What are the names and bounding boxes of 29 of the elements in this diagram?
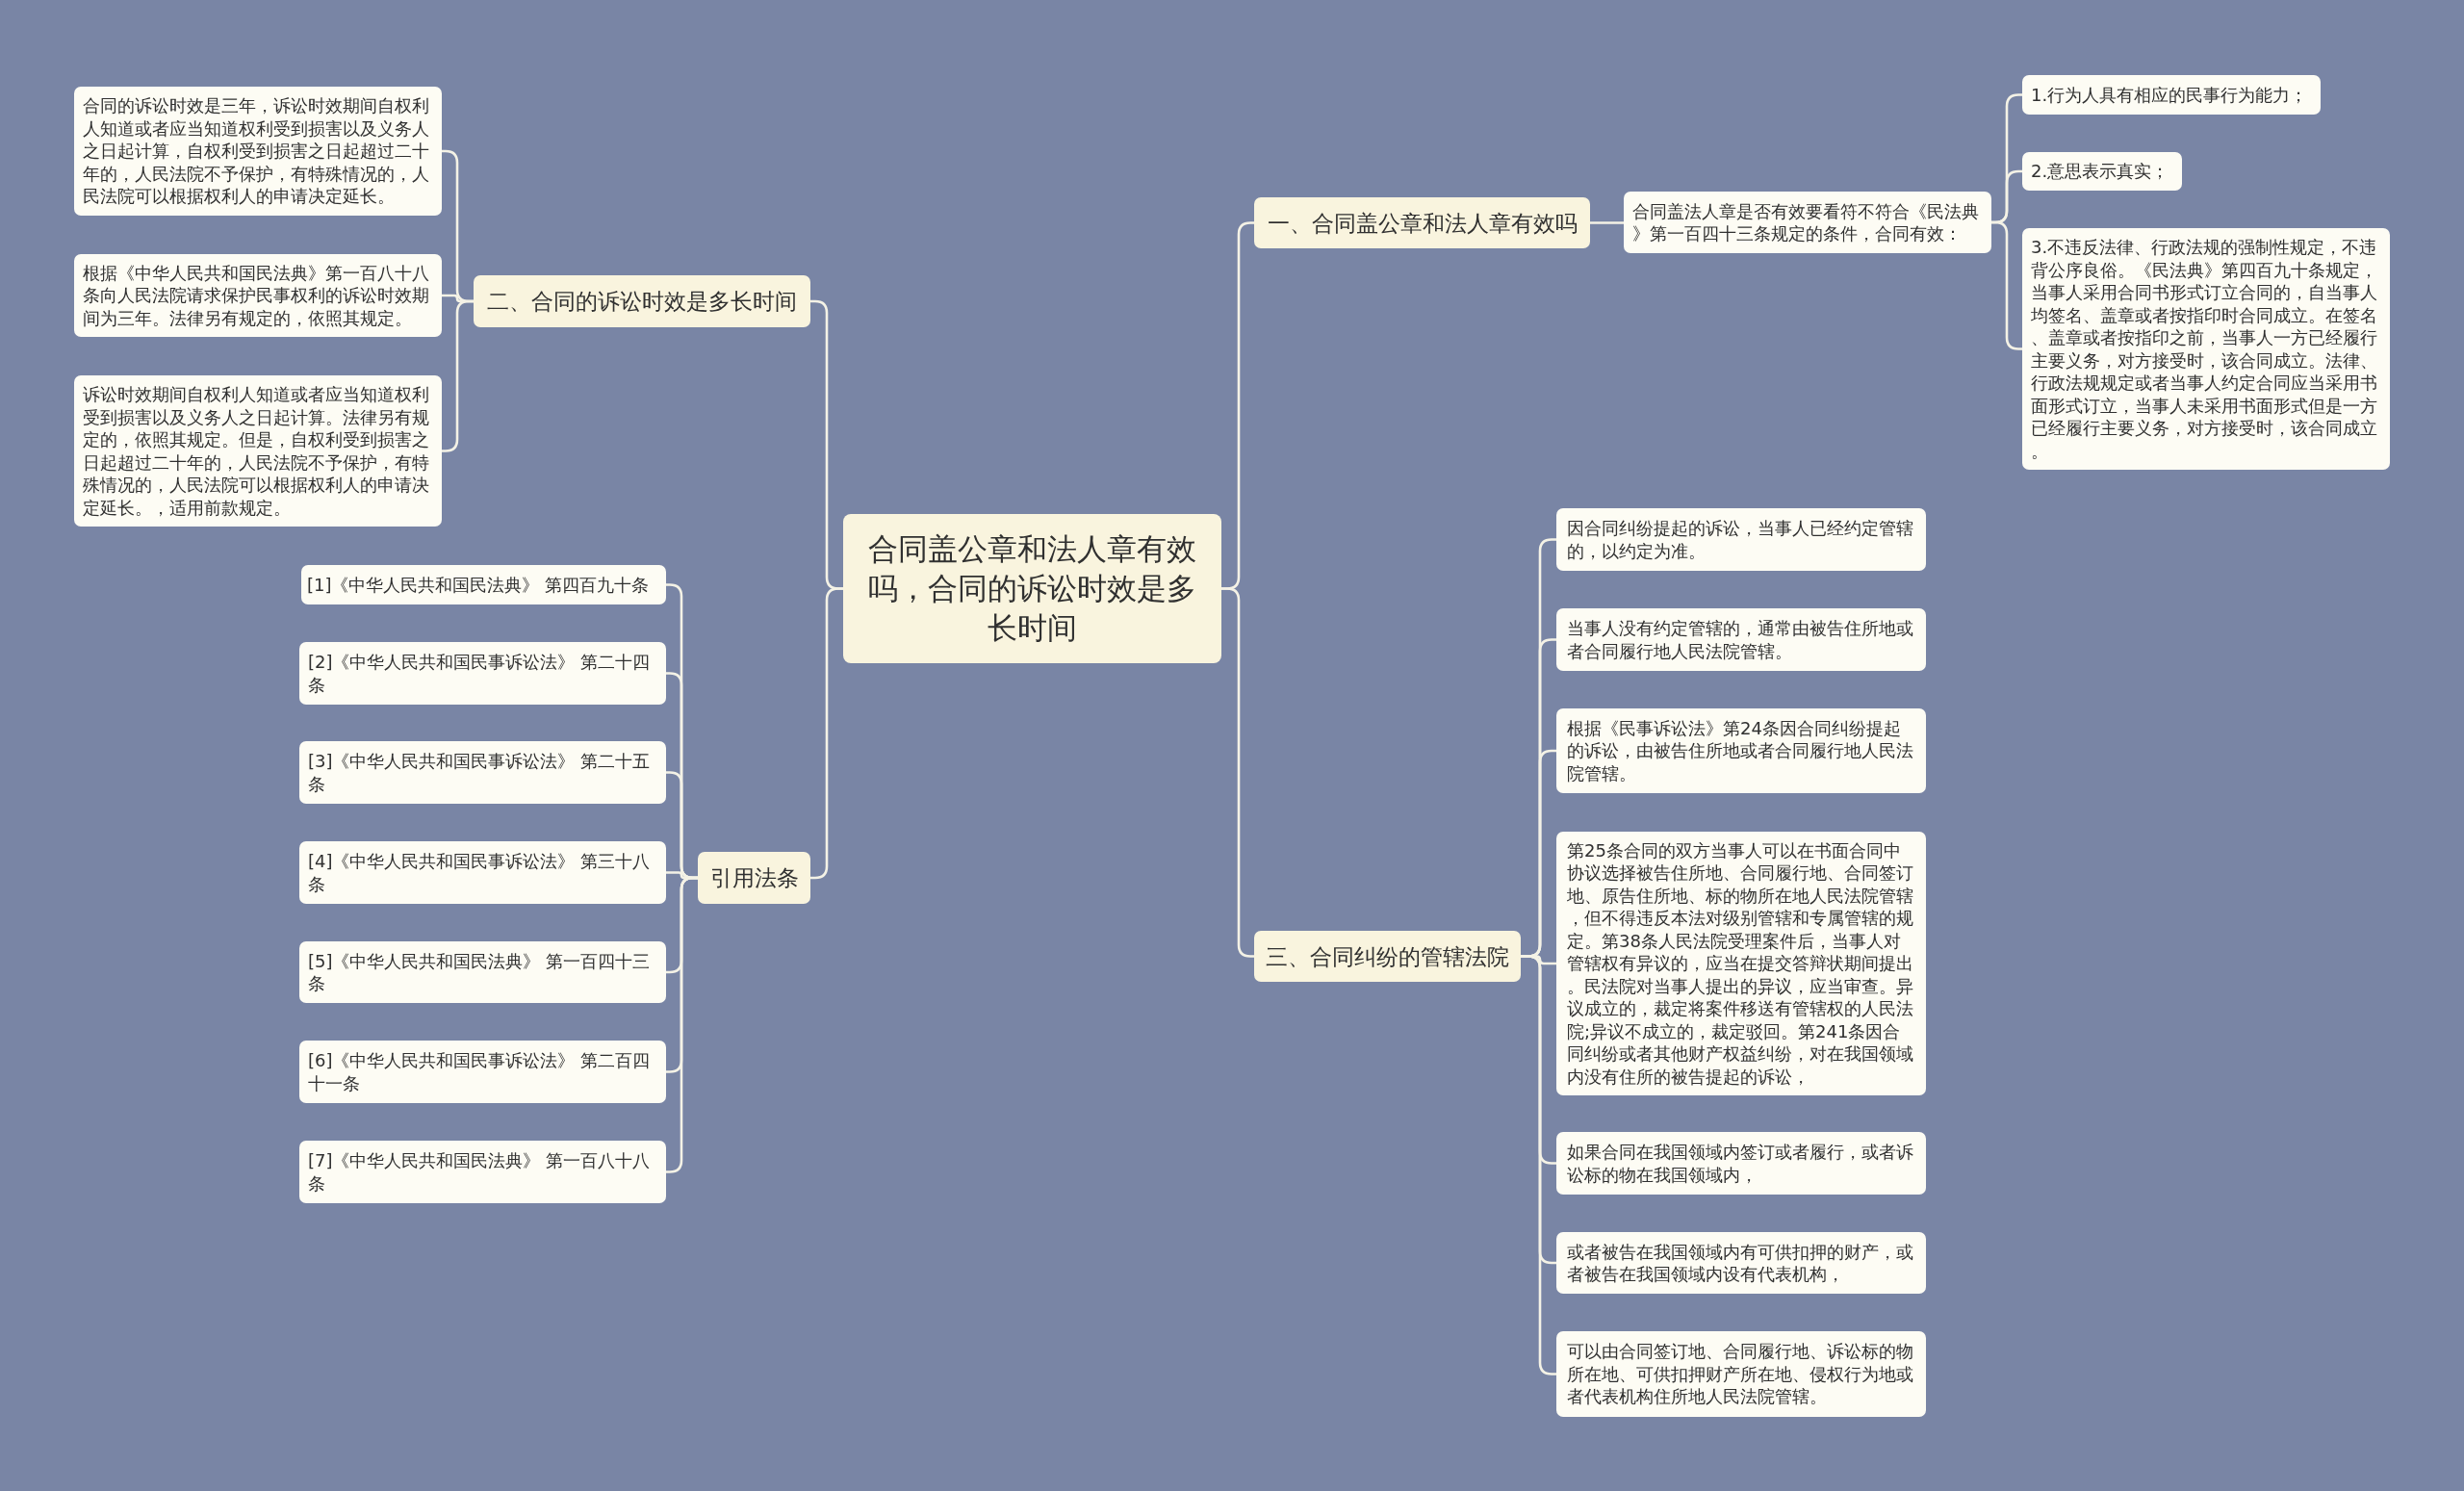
note-card: 3.不违反法律、行政法规的强制性规定，不违背公序良俗。《民法典》第四百九十条规定，当事人采用合同书形式订立合同的，自当事人均签名、盖章或者按指印时合同成立。在签名、盖章或者按指印之前，当事人一方已经履行主要义务，对方接受时，该合同成立。法律、行政法规规定或者当事人约定合同应当采用书面形式订立，当事人未采用书面形式但是一方已经履行主要义务，对方接受时，该合同成立。 [2022,228,2390,470]
note-card: 或者被告在我国领域内有可供扣押的财产，或者被告在我国领域内设有代表机构， [1556,1232,1926,1294]
note-card: 诉讼时效期间自权利人知道或者应当知道权利受到损害以及义务人之日起计算。法律另有规定的，依照其规定。但是，自权利受到损害之日起超过二十年的，人民法院不予保护，有特殊情况的，人民法院可以根据权利人的申请决定延长。，适用前款规定。 [74,375,442,527]
note-card: 可以由合同签订地、合同履行地、诉讼标的物所在地、可供扣押财产所在地、侵权行为地或者代表机构住所地人民法院管辖。 [1556,1331,1926,1417]
reference-card: [4]《中华人民共和国民事诉讼法》 第三十八条 [299,841,666,904]
branch-topic: 二、合同的诉讼时效是多长时间 [474,275,810,327]
reference-card: [6]《中华人民共和国民事诉讼法》 第二百四十一条 [299,1041,666,1103]
note-card: 当事人没有约定管辖的，通常由被告住所地或者合同履行地人民法院管辖。 [1556,608,1926,671]
connector-line [1221,587,1254,958]
note-card: 1.行为人具有相应的民事行为能力； [2022,75,2321,115]
connector-line [1590,221,1624,224]
branch-topic: 一、合同盖公章和法人章有效吗 [1254,197,1590,248]
note-card: 根据《中华人民共和国民法典》第一百八十八条向人民法院请求保护民事权利的诉讼时效期间为三年。法律另有规定的，依照其规定。 [74,254,442,337]
note-card: 第25条合同的双方当事人可以在书面合同中协议选择被告住所地、合同履行地、合同签订地、原告住所地、标的物所在地人民法院管辖，但不得违反本法对级别管辖和专属管辖的规定。第38条人民法院受理案件后，当事人对管辖权有异议的，应当在提交答辩状期间提出。民法院对当事人提出的异议，应当审查。异议成立的，裁定将案件移送有管辖权的人民法院;异议不成立的，裁定驳回。第241条因合同纠纷或者其他财产权益纠纷，对在我国领域内没有住所的被告提起的诉讼， [1556,832,1926,1095]
branch-topic: 引用法条 [698,852,810,904]
reference-card: [7]《中华人民共和国民法典》 第一百八十八条 [299,1141,666,1203]
reference-card: [5]《中华人民共和国民法典》 第一百四十三条 [299,941,666,1003]
connector-line [1521,955,1556,1375]
branch-topic: 三、合同纠纷的管辖法院 [1254,931,1521,982]
note-card: 2.意思表示真实； [2022,152,2182,191]
reference-card: [3]《中华人民共和国民事诉讼法》 第二十五条 [299,741,666,804]
note-card: 合同的诉讼时效是三年，诉讼时效期间自权利人知道或者应当知道权利受到损害以及义务人之日起计算，自权利受到损害之日起超过二十年的，人民法院不予保护，有特殊情况的，人民法院可以根据权利人的申请决定延长。 [74,87,442,216]
reference-card: [2]《中华人民共和国民事诉讼法》 第二十四条 [299,642,666,705]
note-card: 合同盖法人章是否有效要看符不符合《民法典》第一百四十三条规定的条件，合同有效： [1624,192,1991,253]
central-topic: 合同盖公章和法人章有效吗，合同的诉讼时效是多长时间 [843,514,1221,663]
reference-card: [1]《中华人民共和国民法典》 第四百九十条 [301,565,666,604]
note-card: 因合同纠纷提起的诉讼，当事人已经约定管辖的，以约定为准。 [1556,508,1926,571]
note-card: 如果合同在我国领域内签订或者履行，或者诉讼标的物在我国领域内， [1556,1132,1926,1195]
note-card: 根据《民事诉讼法》第24条因合同纠纷提起的诉讼，由被告住所地或者合同履行地人民法院管辖。 [1556,708,1926,793]
